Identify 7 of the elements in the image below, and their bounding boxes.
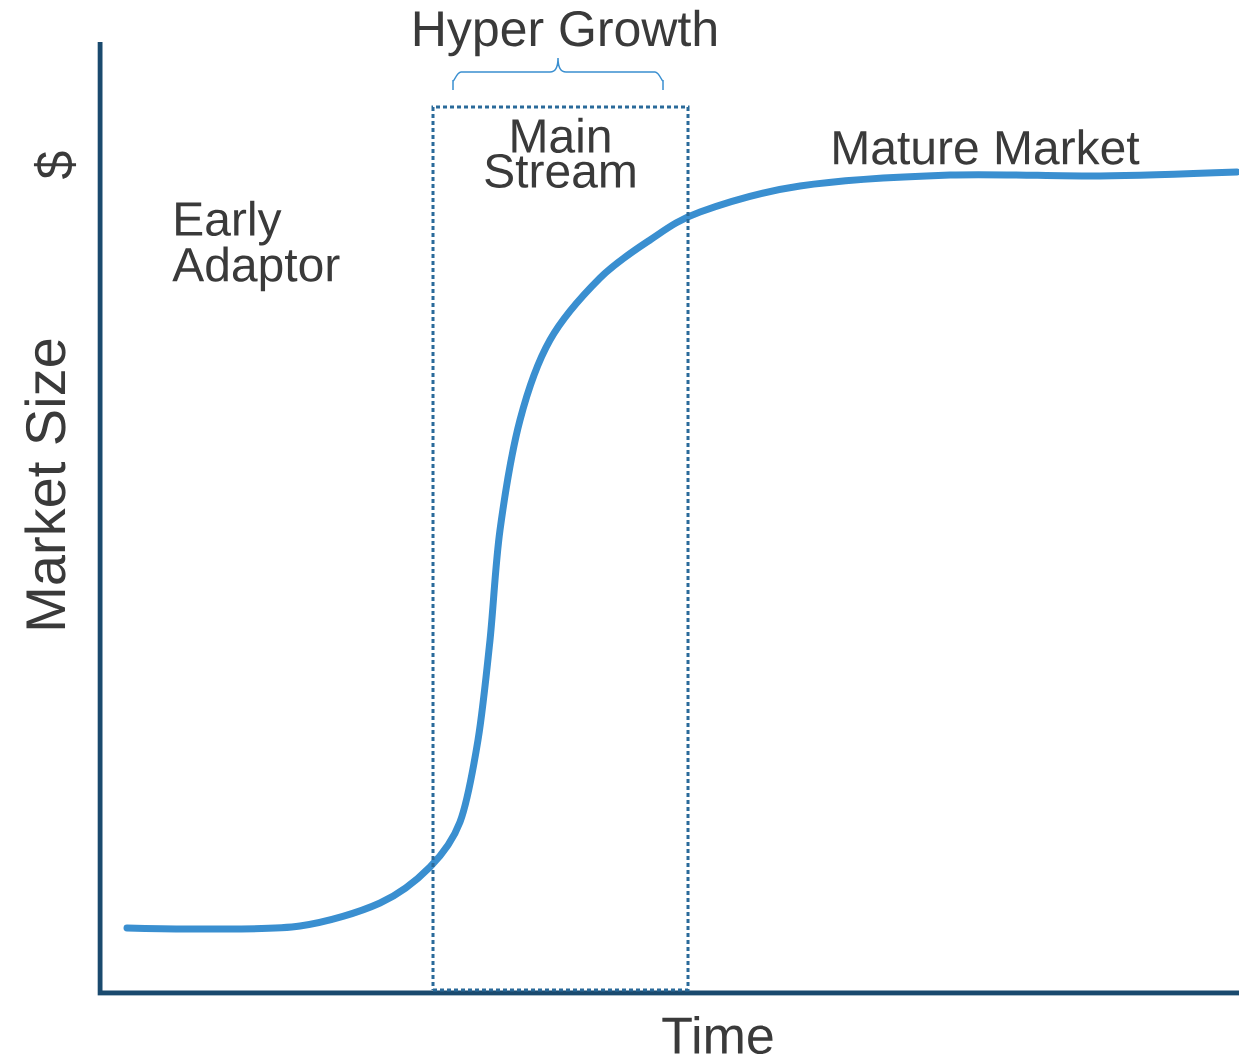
bracket-label: Hyper Growth [414,9,716,57]
phase-label: Early Adaptor [172,200,340,292]
axis-label: Market Size [24,339,66,629]
axis-label: Time [662,1015,773,1055]
dotted-box: Main Stream [431,105,690,992]
axis-label: $ [33,151,77,179]
phase-label: Mature Market [834,129,1140,165]
